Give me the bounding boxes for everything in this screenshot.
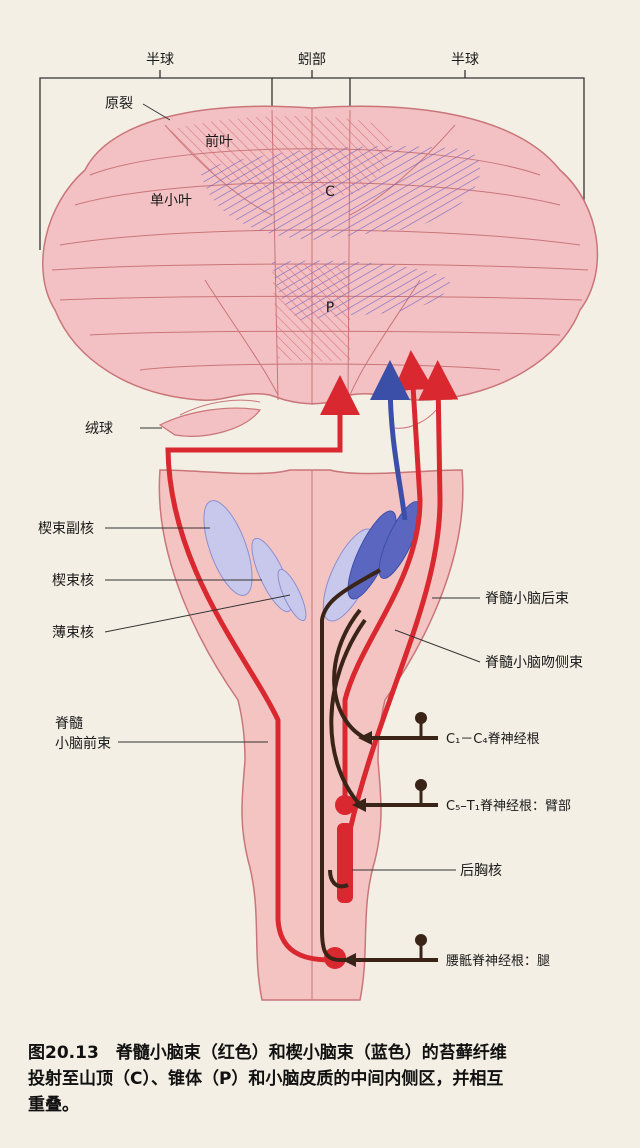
clarke-nucleus [337, 823, 353, 903]
label-accessory-cuneate: 楔束副核 [38, 521, 94, 537]
cerebellum [42, 105, 599, 437]
label-pyramis: P [326, 300, 334, 316]
gracile-nucleus [277, 568, 307, 622]
ventral-spinocerebellar-tract [165, 375, 360, 963]
caption-line-1: 图20.13 脊髓小脑束（红色）和楔小脑束（蓝色）的苔藓纤维 [28, 1043, 507, 1063]
brainstem-spinal-cord [158, 469, 464, 1001]
label-vermis: 蚓部 [298, 52, 326, 68]
label-dorsal-sc: 脊髓小脑后束 [485, 591, 569, 607]
label-root-c5-t1: C₅–T₁脊神经根：臂部 [446, 799, 571, 814]
afferent-fibers [320, 568, 415, 962]
label-cuneate: 楔束核 [52, 573, 94, 589]
label-gracile: 薄束核 [52, 625, 94, 641]
rostral-spinocerebellar-tract [342, 350, 434, 805]
flocculus [158, 399, 441, 437]
caption-line-2: 投射至山顶（C）、锥体（P）和小脑皮质的中间内侧区，并相互 [28, 1069, 504, 1089]
label-flocculus: 绒球 [85, 421, 113, 437]
cerebellum-diagram: 半球 蚓部 半球 原裂 前叶 单小叶 C P 绒球 楔束副核 楔束核 薄束核 脊… [38, 52, 599, 1001]
dorsal-spinocerebellar-tract [347, 360, 459, 880]
root-arrows [342, 712, 438, 967]
label-culmen: C [325, 184, 335, 200]
label-hemisphere-left: 半球 [146, 52, 174, 68]
label-anterior-lobe: 前叶 [205, 133, 233, 150]
label-primary-fissure: 原裂 [105, 96, 133, 112]
label-rostral-sc: 脊髓小脑吻侧束 [485, 655, 583, 671]
label-root-lumbosacral: 腰骶脊神经根：腿 [446, 954, 550, 969]
top-brackets [39, 70, 585, 250]
leader-lines [104, 103, 481, 871]
label-root-c1-c4: C₁－C₄脊神经根 [446, 732, 540, 747]
label-ventral-sc-1: 脊髓 [55, 716, 83, 732]
label-clarke: 后胸核 [460, 863, 502, 879]
figure-caption: 图20.13 脊髓小脑束（红色）和楔小脑束（蓝色）的苔藓纤维 投射至山顶（C）、… [28, 1040, 623, 1118]
label-ventral-sc-2: 小脑前束 [55, 735, 111, 752]
label-simple-lobule: 单小叶 [150, 193, 192, 209]
cuneocerebellar-tract [370, 360, 411, 521]
label-hemisphere-right: 半球 [451, 52, 479, 68]
accessory-cuneate-nucleus [203, 500, 253, 596]
caption-line-3: 重叠。 [28, 1095, 79, 1115]
